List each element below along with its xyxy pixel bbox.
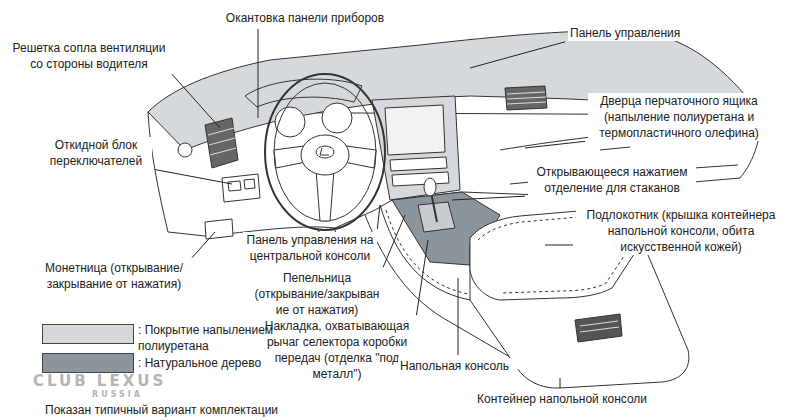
left-vent-slats [208,128,236,155]
lexus-logo [316,146,334,158]
right-vent [505,86,547,110]
leader-line [525,141,585,148]
gear-lever [431,192,437,222]
center-screen [385,105,445,155]
left-vent [205,118,238,168]
coin-box [205,219,233,239]
rear-vent [575,314,622,342]
part-label: Напольная консоль [398,358,518,374]
legend-text: : Натуральное дерево [138,355,278,371]
right-vent-slats [507,92,546,104]
watermark: RUSSIA [92,390,143,399]
part-label: Решетка сопла вентиляции со стороны води… [8,40,170,72]
part-label: Панель управления [568,25,708,41]
stack-buttons [390,157,449,186]
leader-line [560,378,561,388]
cluster-hood [245,79,362,107]
console-side [380,205,470,300]
leader-line [452,196,525,200]
steering-wheel-rim [265,74,385,230]
part-label: Дверца перчаточного ящика (напыление пол… [588,93,770,141]
gauge [322,103,352,133]
leader-line [383,215,405,267]
caption: Показан типичный вариант комплектации [45,402,278,418]
watermark: CLUB LEXUS [33,372,166,390]
glovebox-handle [600,147,630,150]
side-vent [178,143,192,157]
console-stitching [386,210,468,294]
leader-line [258,29,259,118]
part-label: Панель управления на центральной консоли [243,232,377,264]
gear-knob [424,178,436,196]
leader-line [155,170,232,184]
switch-block [222,174,260,202]
part-label: Монетница (открывание/закрывание от нажа… [38,260,190,292]
steering-hub [301,135,349,175]
leader-line [192,232,215,258]
leader-line [458,278,459,355]
leader-line [377,205,380,229]
gauge [275,107,305,137]
part-label: Подлокотник (крышка контейнера напольной… [576,207,786,255]
part-label: Накладка, охватывающая рычаг селектора к… [258,318,416,382]
leader-line [545,245,573,246]
legend-swatch [42,353,134,373]
part-label: Откидной блок переключателей [40,137,152,169]
part-label: Контейнер напольной консоли [475,391,665,407]
lexus-logo-l [320,148,329,155]
part-label: Окантовка панели приборов [205,10,405,26]
leader-line [416,240,428,315]
leader-line [172,74,220,128]
part-label: Открывающееся нажатием отделение для ста… [528,164,696,196]
part-label: Пепельница (открывание/закрыван ие от на… [252,270,382,318]
leader-line [470,42,565,68]
rear-vent-slats [580,321,619,332]
legend-text: : Покрытие напылением полиуретана [138,322,278,354]
legend-swatch [42,324,134,344]
steering-wheel-inner [274,83,376,221]
